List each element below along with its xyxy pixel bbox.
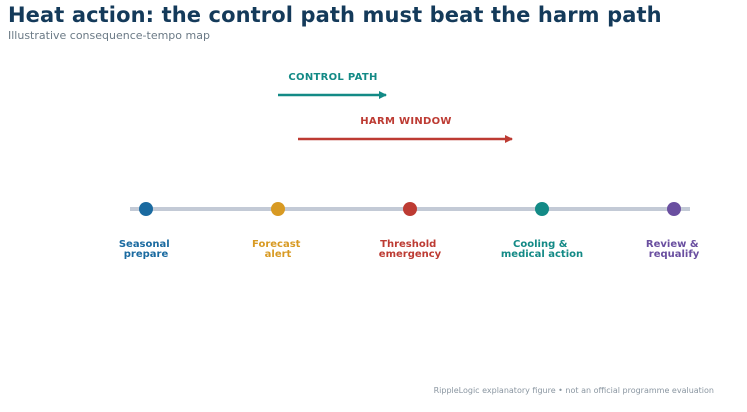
- timeline-stage-forecast: Forecast alert: [252, 202, 304, 260]
- stage-label-threshold-line2: emergency: [379, 249, 442, 260]
- stage-label-forecast-line1: Forecast: [252, 239, 301, 250]
- stage-label-cooling: Cooling & medical action: [501, 239, 583, 260]
- stage-label-review-line1: Review &: [646, 239, 699, 250]
- stage-marker-forecast: [271, 202, 285, 216]
- stage-label-seasonal-line2: prepare: [124, 249, 169, 260]
- timeline-stage-review: Review & requalify: [646, 202, 702, 260]
- page-title: Heat action: the control path must beat …: [8, 3, 662, 27]
- control-path-label: CONTROL PATH: [288, 72, 377, 83]
- stage-marker-cooling: [535, 202, 549, 216]
- stage-label-seasonal-line1: Seasonal: [119, 239, 170, 250]
- stage-label-forecast-line2: alert: [265, 249, 292, 260]
- footer-note: RippleLogic explanatory figure • not an …: [433, 386, 714, 395]
- timeline-stage-seasonal: Seasonal prepare: [119, 202, 173, 260]
- stage-label-threshold-line1: Threshold: [380, 239, 436, 250]
- timeline-stage-threshold: Threshold emergency: [379, 202, 442, 260]
- stage-label-seasonal: Seasonal prepare: [119, 239, 173, 260]
- stage-marker-threshold: [403, 202, 417, 216]
- stage-marker-seasonal: [139, 202, 153, 216]
- stage-marker-review: [667, 202, 681, 216]
- harm-window-label: HARM WINDOW: [360, 116, 452, 127]
- stage-label-threshold: Threshold emergency: [379, 239, 442, 260]
- stage-label-forecast: Forecast alert: [252, 239, 304, 260]
- timeline-stage-cooling: Cooling & medical action: [501, 202, 583, 260]
- stage-label-cooling-line1: Cooling &: [513, 239, 568, 250]
- stage-label-review: Review & requalify: [646, 239, 702, 260]
- page-subtitle: Illustrative consequence-tempo map: [8, 29, 210, 42]
- stage-label-review-line2: requalify: [649, 249, 700, 260]
- stage-label-cooling-line2: medical action: [501, 249, 583, 260]
